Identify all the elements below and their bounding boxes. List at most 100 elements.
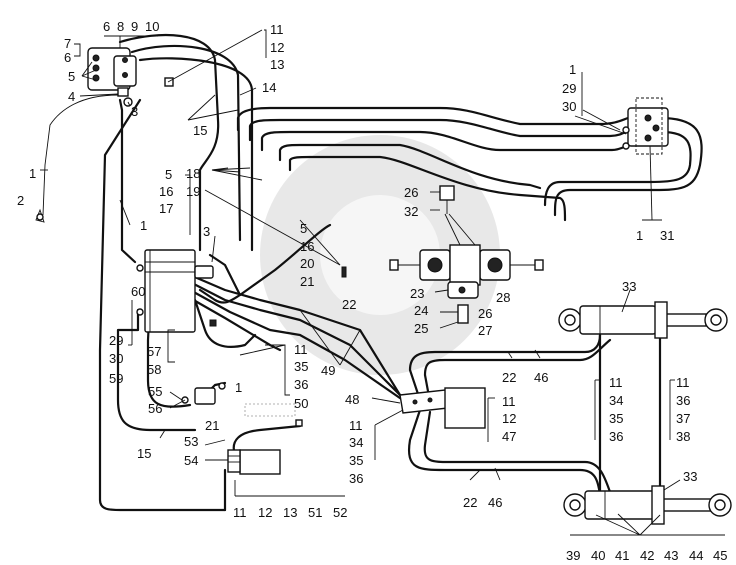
callout-l-16b: 16 [300, 239, 314, 254]
callout-l-5a: 5 [68, 69, 75, 84]
callout-l-44: 44 [689, 548, 703, 563]
callout-l-26a: 26 [404, 185, 418, 200]
callout-l-54: 54 [184, 453, 198, 468]
callout-l-28: 28 [496, 290, 510, 305]
callout-l-46a: 46 [534, 370, 548, 385]
callout-l-7: 7 [64, 36, 71, 51]
callout-l-13a: 13 [270, 57, 284, 72]
callout-l-30b: 30 [109, 351, 123, 366]
callout-l-17: 17 [159, 201, 173, 216]
callout-l-1b: 1 [140, 218, 147, 233]
callout-l-46b: 46 [488, 495, 502, 510]
callout-l-34b: 34 [609, 393, 623, 408]
filter-unit [227, 449, 281, 475]
callout-l-31: 31 [660, 228, 674, 243]
distribution-block [399, 387, 486, 429]
callout-l-39: 39 [566, 548, 580, 563]
callout-l-8: 8 [117, 19, 124, 34]
callout-l-4: 4 [68, 89, 75, 104]
hydraulic-lines [42, 33, 703, 512]
callout-l-9: 9 [131, 19, 138, 34]
callout-l-42: 42 [640, 548, 654, 563]
callout-l-36c: 36 [609, 429, 623, 444]
callout-l-22a: 22 [342, 297, 356, 312]
callout-l-37: 37 [676, 411, 690, 426]
callout-l-3a: 3 [131, 104, 138, 119]
callout-l-52: 52 [333, 505, 347, 520]
callout-l-49: 49 [321, 363, 335, 378]
main-control-block [136, 249, 217, 333]
small-valve-21 [181, 382, 226, 405]
callout-l-43: 43 [664, 548, 678, 563]
callout-l-1d: 1 [636, 228, 643, 243]
callout-l-21b: 21 [205, 418, 219, 433]
callout-l-58: 58 [147, 362, 161, 377]
callout-l-38: 38 [676, 429, 690, 444]
callout-l-11d: 11 [502, 394, 516, 409]
callout-l-2: 2 [17, 193, 24, 208]
callout-l-57: 57 [147, 344, 161, 359]
callout-l-11f: 11 [609, 375, 623, 390]
callout-l-29b: 29 [109, 333, 123, 348]
callout-l-25: 25 [414, 321, 428, 336]
callout-l-41: 41 [615, 548, 629, 563]
cylinder-lower [563, 485, 732, 525]
callout-l-26b: 26 [478, 306, 492, 321]
callout-l-1c: 1 [569, 62, 576, 77]
callout-l-14: 14 [262, 80, 276, 95]
callout-l-5c: 5 [300, 221, 307, 236]
callout-l-48: 48 [345, 392, 359, 407]
callout-l-35b: 35 [349, 453, 363, 468]
callout-l-34a: 34 [349, 435, 363, 450]
callout-l-30a: 30 [562, 99, 576, 114]
callout-l-60: 60 [131, 284, 145, 299]
callout-l-29a: 29 [562, 81, 576, 96]
callout-l-35c: 35 [609, 411, 623, 426]
callout-l-56: 56 [148, 401, 162, 416]
callout-l-12a: 12 [270, 40, 284, 55]
callout-l-13c: 13 [283, 505, 297, 520]
leader-lines [40, 29, 725, 536]
cylinder-upper [558, 301, 728, 339]
callout-l-35a: 35 [294, 359, 308, 374]
top-left-valve [87, 47, 174, 107]
callout-l-11b: 11 [294, 342, 308, 357]
callout-l-53: 53 [184, 434, 198, 449]
pump-assembly [341, 185, 544, 324]
callout-l-36d: 36 [676, 393, 690, 408]
callout-l-6a: 6 [103, 19, 110, 34]
callout-l-32: 32 [404, 204, 418, 219]
callout-l-5b: 5 [165, 167, 172, 182]
callout-l-19: 19 [186, 184, 200, 199]
callout-l-47: 47 [502, 429, 516, 444]
callout-l-55: 55 [148, 384, 162, 399]
callout-l-51: 51 [308, 505, 322, 520]
callout-l-22b: 22 [502, 370, 516, 385]
callout-l-22c: 22 [463, 495, 477, 510]
callout-l-1e: 1 [235, 380, 242, 395]
fitting [295, 419, 303, 427]
callout-l-1a: 1 [29, 166, 36, 181]
callout-l-20: 20 [300, 256, 314, 271]
callout-l-23: 23 [410, 286, 424, 301]
callout-l-15a: 15 [193, 123, 207, 138]
callout-l-15b: 15 [137, 446, 151, 461]
callout-l-24: 24 [414, 303, 428, 318]
callout-l-50: 50 [294, 396, 308, 411]
placeholder-box [244, 403, 296, 417]
callout-l-36b: 36 [349, 471, 363, 486]
callout-l-40: 40 [591, 548, 605, 563]
callout-l-33b: 33 [683, 469, 697, 484]
callout-l-11g: 11 [676, 375, 690, 390]
callout-l-10: 10 [145, 19, 159, 34]
callout-l-12d: 12 [502, 411, 516, 426]
callout-l-11a: 11 [270, 22, 284, 37]
callout-l-6b: 6 [64, 50, 71, 65]
callout-l-16a: 16 [159, 184, 173, 199]
callout-l-11c: 11 [233, 505, 247, 520]
hose-end-fitting [35, 208, 45, 223]
callout-l-36a: 36 [294, 377, 308, 392]
